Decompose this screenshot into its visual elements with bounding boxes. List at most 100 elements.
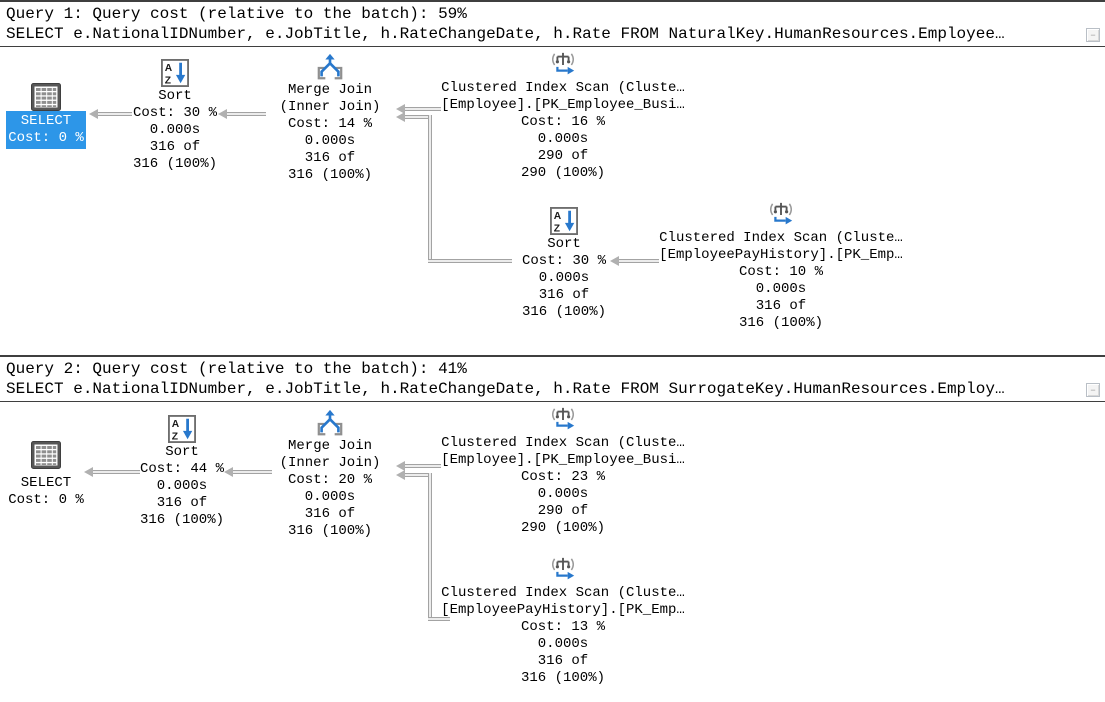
svg-text:Z: Z [172,431,178,442]
node-line: 290 (100%) [520,165,605,181]
node-line: 316 (100%) [132,156,217,172]
plan-arrowhead [84,467,93,477]
node-line: [Employee].[PK_Employee_Busi… [441,452,685,468]
node-line: [EmployeePayHistory].[PK_Emp… [441,602,685,618]
node-line: 316 (100%) [738,315,823,331]
plan-arrow-segment [619,259,659,263]
plan-node-clustered-index-scan-employeepayhistory[interactable]: Clustered Index Scan (Cluste… [EmployeeP… [438,556,688,687]
node-line: 0.000s [538,270,590,286]
node-line: Cost: 44 % [139,461,224,477]
node-line: Cost: 23 % [520,469,605,485]
node-line: 316 (100%) [520,670,605,686]
plan-arrowhead [89,109,98,119]
plan-arrowhead [396,470,405,480]
query2-header: Query 2: Query cost (relative to the bat… [0,355,1105,402]
plan-node-clustered-index-scan-employee[interactable]: Clustered Index Scan (Cluste… [Employee]… [438,51,688,182]
plan-arrowhead [396,461,405,471]
node-line: [Employee].[PK_Employee_Busi… [441,97,685,113]
node-line: Clustered Index Scan (Cluste… [441,80,685,96]
node-line: 0.000s [149,122,201,138]
sort-icon: A Z [161,59,189,87]
svg-text:Z: Z [165,75,171,86]
plan-arrow-segment [428,473,432,619]
result-grid-icon [31,83,61,111]
collapse-plan-button[interactable]: − [1086,28,1100,42]
node-line: Clustered Index Scan (Cluste… [659,230,903,246]
node-line: Merge Join [287,438,372,454]
node-line: 316 of [538,287,590,303]
node-line: 0.000s [304,133,356,149]
svg-text:A: A [172,419,180,430]
svg-text:Z: Z [554,223,560,234]
node-line: Sort [547,236,581,252]
node-line: (Inner Join) [279,455,381,471]
sort-icon: A Z [550,207,578,235]
node-line: 316 of [755,298,807,314]
node-line: 0.000s [537,636,589,652]
node-line: Sort [165,444,199,460]
query-sql-text: SELECT e.NationalIDNumber, e.JobTitle, h… [6,380,1005,398]
node-line: 290 (100%) [520,520,605,536]
svg-text:A: A [554,211,562,222]
plan-arrowhead [610,256,619,266]
node-line: Cost: 16 % [520,114,605,130]
node-line: SELECT [20,113,72,129]
node-line: Clustered Index Scan (Cluste… [441,435,685,451]
result-grid-icon [31,441,61,469]
plan-arrow-segment [405,464,441,468]
node-line: (Inner Join) [279,99,381,115]
plan-arrowhead [218,109,227,119]
sort-icon: A Z [168,415,196,443]
node-line: 316 (100%) [521,304,606,320]
node-line: Cost: 0 % [8,130,84,146]
collapse-plan-button[interactable]: − [1086,383,1100,397]
node-line: Merge Join [287,82,372,98]
plan-node-sort[interactable]: A Z Sort Cost: 30 % 0.000s 316 of 316 (1… [115,59,235,173]
plan-node-merge-join[interactable]: Merge Join (Inner Join) Cost: 14 % 0.000… [270,53,390,184]
plan-node-select[interactable]: SELECT Cost: 0 % [0,83,92,149]
svg-text:A: A [165,63,173,74]
node-line: 0.000s [537,486,589,502]
node-line: 316 (100%) [287,523,372,539]
plan-arrow-segment [233,470,272,474]
node-line: Cost: 20 % [287,472,372,488]
node-line: [EmployeePayHistory].[PK_Emp… [659,247,903,263]
node-line: 316 of [304,150,356,166]
plan-node-select[interactable]: SELECT Cost: 0 % [0,441,92,509]
plan-arrow-segment [405,107,441,111]
plan-arrow-segment [93,470,140,474]
node-line: Cost: 30 % [521,253,606,269]
node-line: Cost: 14 % [287,116,372,132]
node-line: 0.000s [304,489,356,505]
query-title: Query 1: Query cost (relative to the bat… [6,5,467,23]
node-line: Cost: 0 % [8,492,84,508]
plan-arrow-segment [227,112,266,116]
plan-arrow-segment [405,473,432,477]
plan-canvas-query1: SELECT Cost: 0 % A Z Sort Cost: 30 % 0.0… [0,47,1105,355]
plan-arrowhead [396,112,405,122]
node-line: 0.000s [156,478,208,494]
plan-arrow-segment [98,112,132,116]
node-line: 0.000s [537,131,589,147]
query2-section: Query 2: Query cost (relative to the bat… [0,355,1105,702]
plan-canvas-query2: SELECT Cost: 0 % A Z Sort Cost: 44 % 0.0… [0,402,1105,702]
node-line: 0.000s [755,281,807,297]
plan-node-sort[interactable]: A Z Sort Cost: 30 % 0.000s 316 of 316 (1… [504,207,624,321]
node-line: 316 of [537,653,589,669]
node-line: Clustered Index Scan (Cluste… [441,585,685,601]
plan-arrowhead [396,104,405,114]
node-line: 316 of [304,506,356,522]
query1-section: Query 1: Query cost (relative to the bat… [0,0,1105,355]
plan-node-clustered-index-scan-employeepayhistory[interactable]: Clustered Index Scan (Cluste… [EmployeeP… [656,201,906,332]
node-line: 316 of [156,495,208,511]
query1-header: Query 1: Query cost (relative to the bat… [0,0,1105,47]
plan-arrow-segment [405,115,432,119]
plan-node-clustered-index-scan-employee[interactable]: Clustered Index Scan (Cluste… [Employee]… [438,406,688,537]
node-line: 290 of [537,148,589,164]
plan-node-merge-join[interactable]: Merge Join (Inner Join) Cost: 20 % 0.000… [270,409,390,540]
clustered-index-scan-icon [766,201,796,229]
node-line: Cost: 10 % [738,264,823,280]
plan-node-sort[interactable]: A Z Sort Cost: 44 % 0.000s 316 of 316 (1… [122,415,242,529]
node-line: 316 (100%) [287,167,372,183]
clustered-index-scan-icon [548,51,578,79]
